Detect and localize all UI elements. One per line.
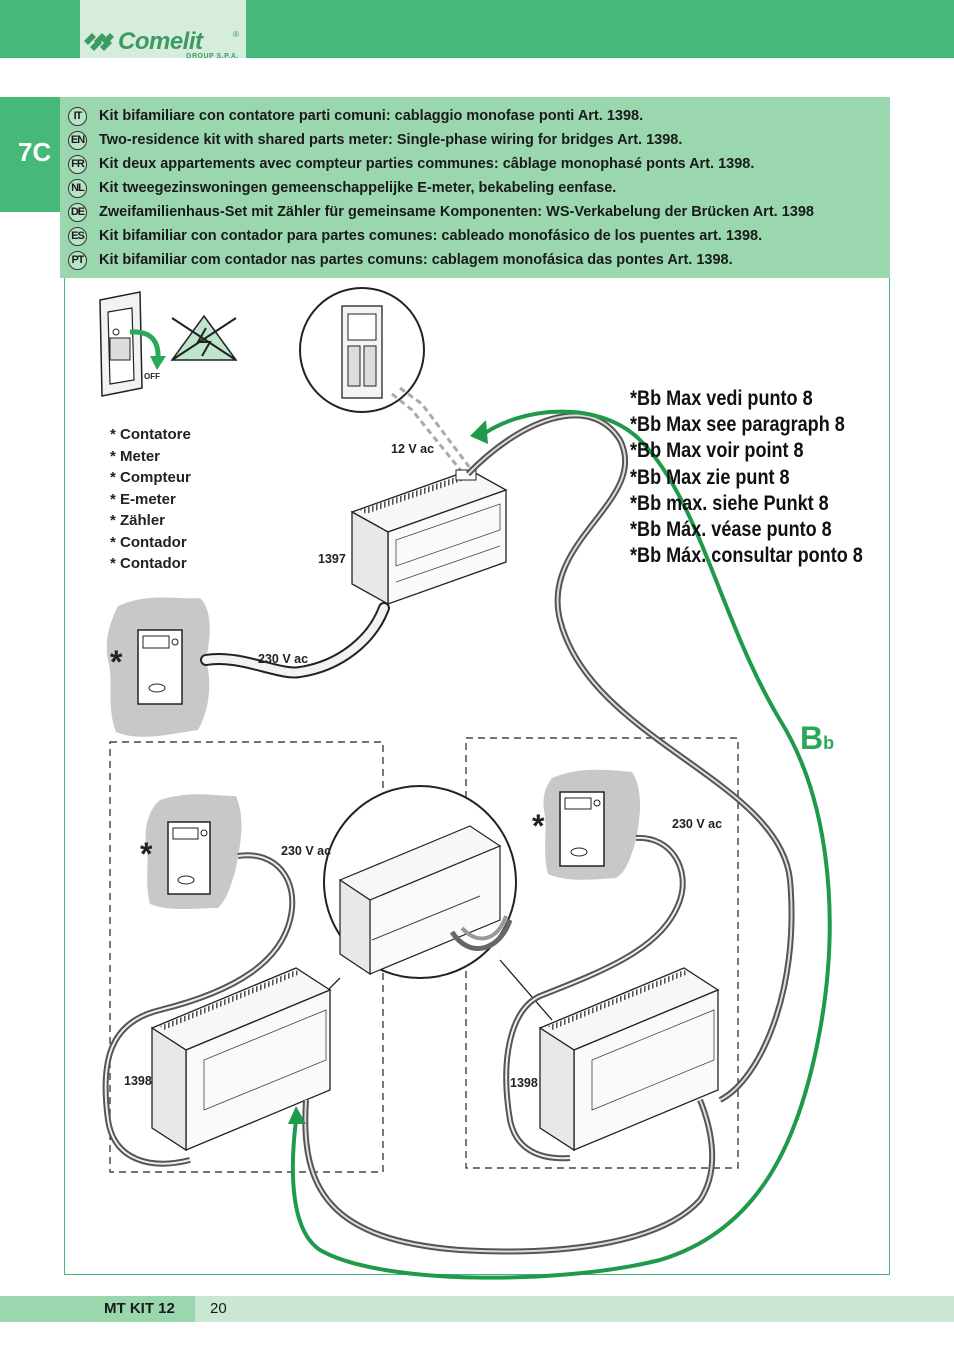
lang-row-pt: PT Kit bifamiliar com contador nas parte… xyxy=(68,249,733,271)
voltage-230v-right-label: 230 V ac xyxy=(672,817,723,831)
lang-title: Kit bifamiliare con contatore parti comu… xyxy=(99,108,644,124)
bb-max-notes: *Bb Max vedi punto 8 *Bb Max see paragra… xyxy=(630,386,901,569)
no-power-warning-icon xyxy=(170,314,238,361)
comelit-logo-icon xyxy=(84,33,114,51)
lang-title: Kit bifamiliar com contador nas partes c… xyxy=(99,252,733,268)
asterisk-meter-right: * xyxy=(532,808,545,844)
bb-label: Bb xyxy=(800,720,834,757)
lang-title: Kit bifamiliar con contador para partes … xyxy=(99,228,763,244)
meter-legend-item: * Contatore xyxy=(110,426,191,443)
meter-legend-item: * Contador xyxy=(110,533,187,551)
power-supply-1397 xyxy=(350,469,508,606)
lang-title: Zweifamilienhaus-Set mit Zähler für geme… xyxy=(99,204,814,220)
voltage-230v-left-label: 230 V ac xyxy=(281,844,332,858)
brand-logo: Comelit ® GROUP S.P.A. xyxy=(80,0,246,60)
device-1398-left-label: 1398 xyxy=(124,1074,152,1088)
off-label: OFF xyxy=(144,372,160,381)
lang-badge: EN xyxy=(68,130,87,150)
brand-name: Comelit xyxy=(118,28,203,55)
meter-residence-right xyxy=(543,769,640,880)
lang-title: Kit tweegezinswoningen gemeenschappelijk… xyxy=(99,180,617,196)
device-1398-right-label: 1398 xyxy=(510,1076,538,1090)
bb-note: *Bb Max see paragraph 8 xyxy=(630,413,845,437)
meter-legend-item: * Contador xyxy=(110,555,187,572)
bridge-module-1398-right xyxy=(538,967,720,1152)
diagram-frame xyxy=(64,278,890,1275)
entrance-panel-zoom xyxy=(299,287,472,473)
brand-registered-mark: ® xyxy=(233,30,239,39)
asterisk-meter-top: * xyxy=(110,644,123,680)
bb-label-sub: b xyxy=(823,733,835,753)
section-tab: 7C xyxy=(0,97,60,212)
footer-title: MT KIT 12 xyxy=(104,1300,175,1317)
page-number: 20 xyxy=(210,1300,227,1317)
bridge-module-1398-left xyxy=(150,967,332,1152)
meter-legend-item: * Zähler xyxy=(110,512,166,529)
bb-note: *Bb Max zie punt 8 xyxy=(630,465,790,489)
bb-note: *Bb Máx. véase punto 8 xyxy=(630,518,832,542)
lang-row-de: DE Zweifamilienhaus-Set mit Zähler für g… xyxy=(68,201,814,223)
bridge-terminal-zoom xyxy=(283,785,553,1035)
lang-row-nl: NL Kit tweegezinswoningen gemeenschappel… xyxy=(68,177,616,199)
bb-note: *Bb Max voir point 8 xyxy=(630,439,804,463)
bb-note: *Bb max. siehe Punkt 8 xyxy=(630,491,829,515)
voltage-12v-label: 12 V ac xyxy=(391,442,435,456)
mains-switch-icon xyxy=(99,291,166,397)
lang-title: Two-residence kit with shared parts mete… xyxy=(99,132,683,148)
bb-label-main: B xyxy=(800,720,824,756)
section-tab-label: 7C xyxy=(18,137,52,167)
bb-note: *Bb Max vedi punto 8 xyxy=(630,387,813,410)
lang-row-es: ES Kit bifamiliar con contador para part… xyxy=(68,225,762,247)
lang-badge: ES xyxy=(68,226,87,246)
asterisk-meter-left: * xyxy=(140,836,153,872)
meter-common-parts xyxy=(106,597,210,737)
residence-box-left xyxy=(109,741,384,1173)
lang-title: Kit deux appartements avec compteur part… xyxy=(99,156,755,172)
brand-subtitle: GROUP S.P.A. xyxy=(186,53,239,60)
meter-legend-item: * Meter xyxy=(110,447,161,465)
bb-note: *Bb Máx. consultar ponto 8 xyxy=(630,544,863,568)
lang-badge: IT xyxy=(68,106,87,126)
meter-residence-left xyxy=(145,794,242,909)
lang-row-fr: FR Kit deux appartements avec compteur p… xyxy=(68,153,754,175)
voltage-230v-top-label: 230 V ac xyxy=(258,652,309,666)
lang-row-en: EN Two-residence kit with shared parts m… xyxy=(68,129,682,151)
meter-legend-item: * Compteur xyxy=(110,469,191,486)
lang-badge: NL xyxy=(68,178,87,198)
lang-badge: FR xyxy=(68,154,87,174)
lang-row-it: IT Kit bifamiliare con contatore parti c… xyxy=(68,105,643,127)
meter-legend-item: * E-meter xyxy=(110,490,176,508)
bb-max-path xyxy=(290,409,832,1280)
device-1397-label: 1397 xyxy=(318,552,346,566)
lang-badge: DE xyxy=(68,202,87,222)
footer-title-box: MT KIT 12 xyxy=(0,1296,195,1322)
title-panel: IT Kit bifamiliare con contatore parti c… xyxy=(60,97,890,278)
lang-badge: PT xyxy=(68,250,87,270)
meter-legend: * Contatore * Meter * Compteur * E-meter… xyxy=(110,424,191,575)
